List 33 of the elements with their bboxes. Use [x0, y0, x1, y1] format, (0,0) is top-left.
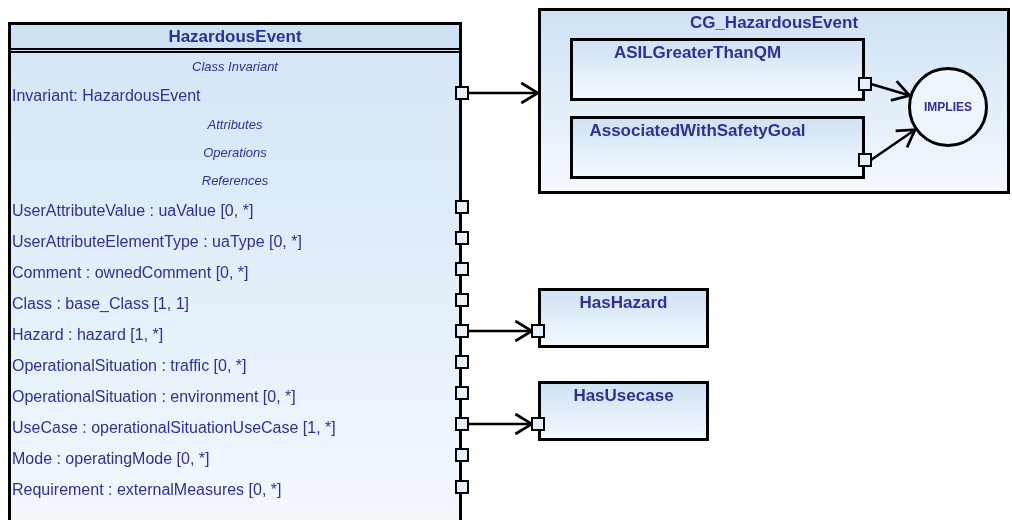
- box-title: ASILGreaterThanQM: [612, 42, 783, 64]
- constraint-box: [538, 288, 709, 348]
- reference-text: Mode : operatingMode [0, *]: [12, 448, 210, 469]
- reference-text: OperationalSituation : traffic [0, *]: [12, 355, 247, 376]
- reference-text: OperationalSituation : environment [0, *]: [12, 386, 296, 407]
- operator-label: IMPLIES: [924, 99, 972, 116]
- constraint-box: [570, 116, 865, 179]
- arrow: [469, 412, 534, 436]
- box-title: AssociatedWithSafetyGoal: [588, 120, 807, 142]
- box-title: HasHazard: [578, 292, 669, 314]
- class-name: HazardousEvent: [168, 25, 302, 48]
- reference-text: Hazard : hazard [1, *]: [12, 324, 164, 345]
- box-title: CG_HazardousEvent: [688, 12, 860, 34]
- arrow: [870, 128, 917, 162]
- reference-text: Requirement : externalMeasures [0, *]: [12, 479, 282, 500]
- constraint-box: [570, 38, 865, 101]
- reference-text: Class : base_Class [1, 1]: [12, 293, 189, 314]
- reference-text: UserAttributeElementType : uaType [0, *]: [12, 231, 302, 252]
- reference-text: UseCase : operationalSituationUseCase [1, *]: [12, 417, 336, 438]
- class-box: [8, 22, 462, 520]
- invariant-text: Invariant: HazardousEvent: [12, 86, 201, 106]
- reference-text: Comment : ownedComment [0, *]: [12, 262, 249, 283]
- section-heading: Attributes: [207, 116, 263, 135]
- arrow: [469, 319, 534, 343]
- section-heading: Operations: [203, 144, 267, 163]
- box-title: HasUsecase: [572, 385, 675, 407]
- arrow: [870, 79, 911, 102]
- constraint-box: [538, 381, 709, 441]
- section-heading: Class Invariant: [192, 58, 278, 77]
- reference-text: UserAttributeValue : uaValue [0, *]: [12, 200, 254, 221]
- arrow: [469, 81, 540, 105]
- group-box: [538, 8, 1010, 194]
- section-heading: References: [201, 172, 269, 191]
